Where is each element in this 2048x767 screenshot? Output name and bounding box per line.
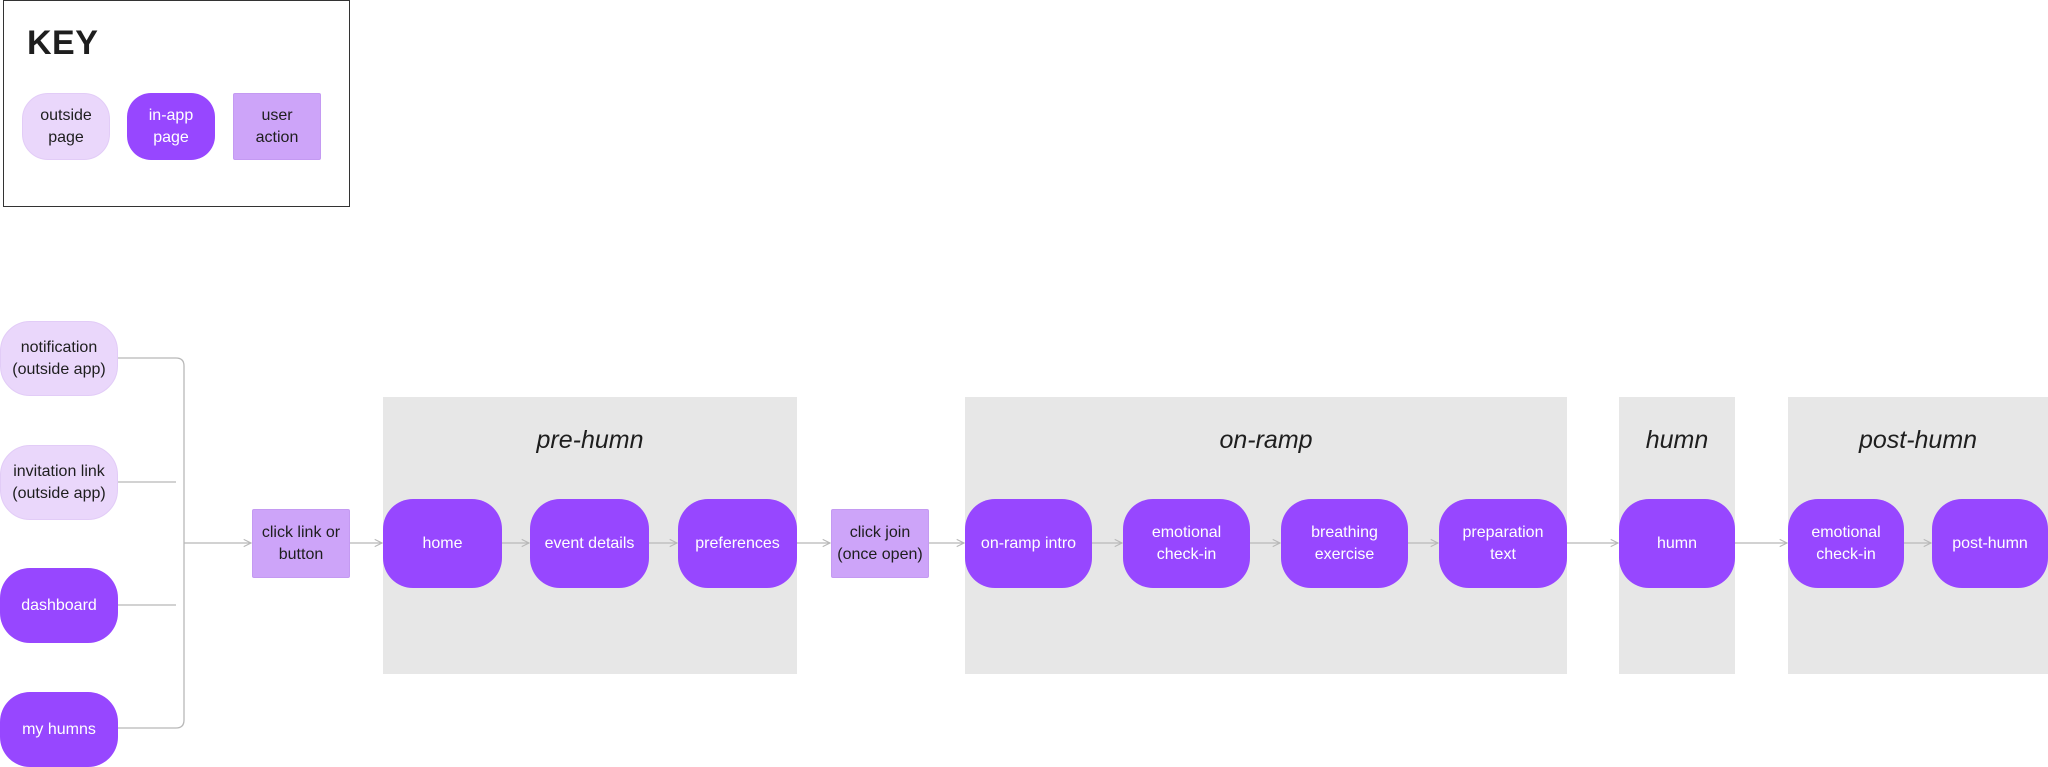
node-home: home <box>383 499 502 588</box>
node-humn: humn <box>1619 499 1735 588</box>
key-in-app-page: in-app page <box>127 93 215 160</box>
group-title-post-humn: post-humn <box>1858 426 1978 454</box>
node-notification: notification (outside app) <box>0 321 118 396</box>
node-event-details: event details <box>530 499 649 588</box>
node-invitation-link: invitation link (outside app) <box>0 445 118 520</box>
key-user-action: user action <box>233 93 321 160</box>
node-preferences: preferences <box>678 499 797 588</box>
connector-entry-bracket <box>118 357 185 729</box>
node-breathing-exercise: breathing exercise <box>1281 499 1408 588</box>
action-click-link-or-button: click link or button <box>252 509 350 578</box>
node-preparation-text: preparation text <box>1439 499 1567 588</box>
group-title-on-ramp: on-ramp <box>1219 426 1313 454</box>
node-emotional-check-in: emotional check-in <box>1123 499 1250 588</box>
group-title-humn: humn <box>1645 426 1709 454</box>
node-post-humn: post-humn <box>1932 499 2048 588</box>
node-post-emotional-check-in: emotional check-in <box>1788 499 1904 588</box>
key-outside-page: outside page <box>22 93 110 160</box>
node-on-ramp-intro: on-ramp intro <box>965 499 1092 588</box>
key-title: KEY <box>27 24 99 62</box>
action-click-join: click join (once open) <box>831 509 929 578</box>
node-dashboard: dashboard <box>0 568 118 643</box>
group-title-pre-humn: pre-humn <box>536 426 644 454</box>
node-my-humns: my humns <box>0 692 118 767</box>
